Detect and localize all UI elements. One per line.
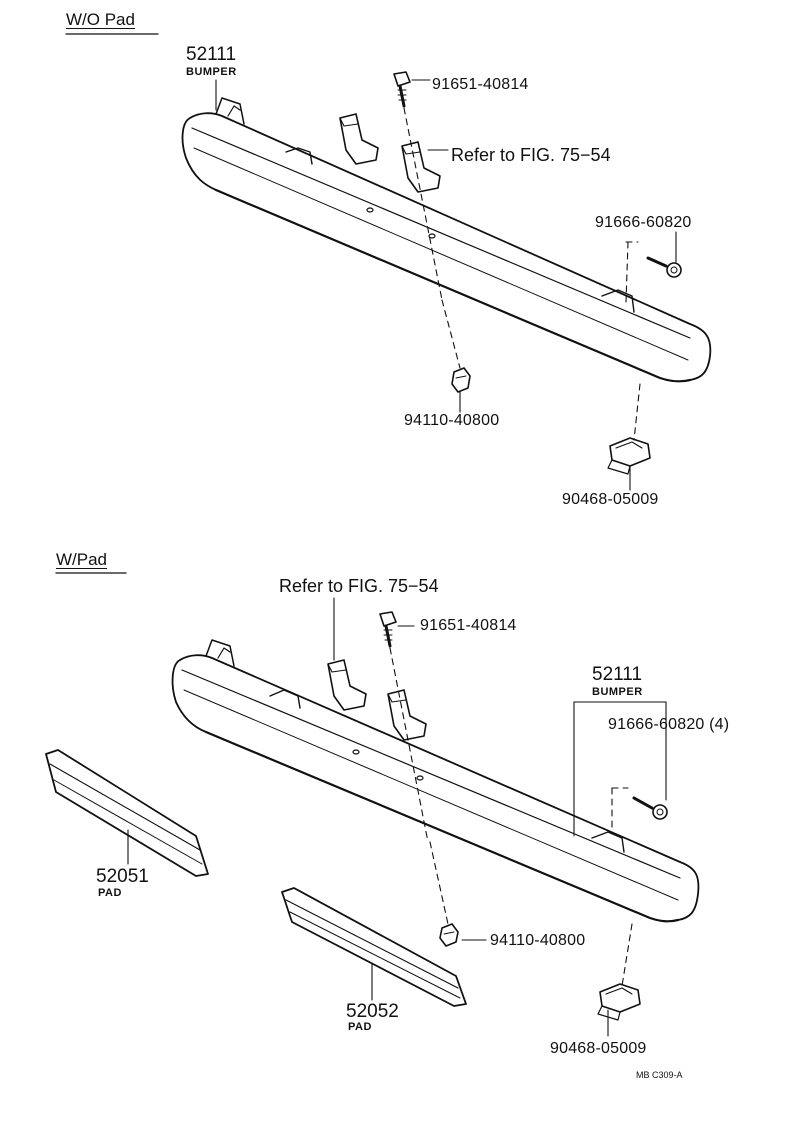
- bottom-bolt: [379, 611, 397, 648]
- section-title-without-pad: W/O Pad: [66, 10, 135, 29]
- top-bolt-number: 91651-40814: [432, 76, 529, 93]
- figure-code: MB C309-A: [636, 1070, 683, 1080]
- pad-left-name: PAD: [98, 887, 122, 899]
- top-screw: [646, 256, 682, 278]
- bottom-nut: [439, 923, 459, 947]
- bottom-screw-number: 91666-60820 (4): [608, 716, 730, 733]
- top-screw-number: 91666-60820: [595, 214, 692, 231]
- top-bumper: [181, 97, 712, 383]
- pad-left-number: 52051: [96, 866, 149, 887]
- top-nut-number: 94110-40800: [404, 412, 500, 429]
- bottom-bumper-number: 52111: [592, 664, 643, 685]
- top-clip-number: 90468-05009: [562, 491, 659, 508]
- top-bracket-reference: Refer to FIG. 75−54: [451, 145, 611, 165]
- top-dashed-lines: [403, 107, 641, 441]
- bottom-clip: [597, 983, 641, 1021]
- bottom-leader-lines: [127, 597, 667, 1037]
- top-brackets: [339, 113, 441, 193]
- pad-right-number: 52052: [346, 1001, 399, 1022]
- pad-left: [45, 749, 209, 877]
- bottom-bracket-reference: Refer to FIG. 75−54: [279, 576, 439, 596]
- bottom-bumper: [171, 639, 700, 923]
- pad-right: [281, 887, 467, 1007]
- bottom-brackets: [327, 659, 427, 741]
- bottom-bumper-name: BUMPER: [592, 686, 643, 698]
- bottom-dashed-lines: [389, 647, 633, 987]
- bottom-screw: [632, 796, 668, 820]
- section-title-with-pad: W/Pad: [56, 550, 108, 569]
- top-leader-lines: [215, 79, 677, 491]
- top-nut: [451, 367, 471, 393]
- pad-right-name: PAD: [348, 1021, 372, 1033]
- bottom-clip-number: 90468-05009: [550, 1040, 647, 1057]
- top-bumper-number: 52111: [186, 44, 237, 65]
- top-bumper-name: BUMPER: [186, 66, 237, 78]
- bottom-nut-number: 94110-40800: [490, 932, 586, 949]
- top-clip: [607, 437, 651, 475]
- top-bolt: [393, 71, 411, 108]
- bottom-bolt-number: 91651-40814: [420, 617, 517, 634]
